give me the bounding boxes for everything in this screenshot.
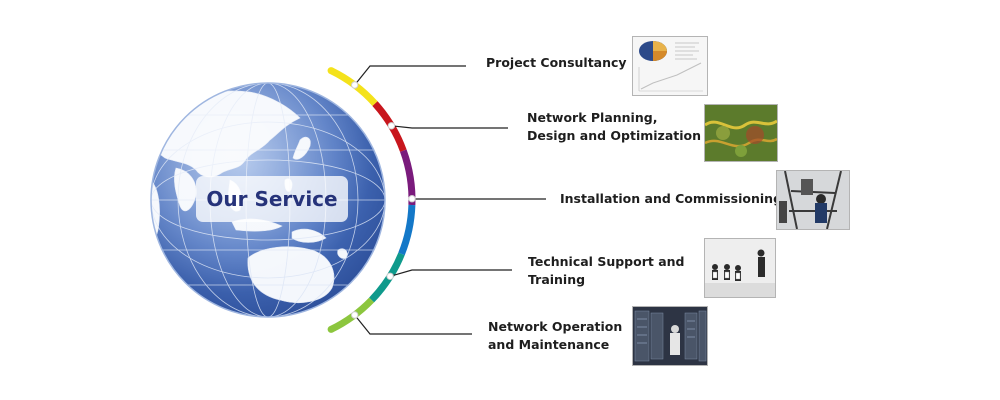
connector-node <box>387 122 396 130</box>
connector-node <box>408 195 416 203</box>
service-label-line: Training <box>528 272 586 287</box>
service-label-project-consultancy: Project Consultancy <box>486 54 627 72</box>
connector-node <box>351 311 359 319</box>
connector-line <box>354 314 472 335</box>
server-room-photo <box>632 306 708 366</box>
service-label-line: Network Planning, <box>527 110 658 125</box>
connectors <box>351 65 546 335</box>
service-label-network-planning: Network Planning, Design and Optimizatio… <box>527 109 701 145</box>
service-label-technical-support: Technical Support and Training <box>528 253 684 289</box>
map-thumbnail <box>704 104 778 162</box>
arc-segment <box>398 204 416 256</box>
connector-line <box>354 65 466 86</box>
service-label-line: Design and Optimization <box>527 128 702 143</box>
connector-node <box>351 81 359 89</box>
service-label-network-operation: Network Operation and Maintenance <box>488 318 622 354</box>
service-label-line: Project Consultancy <box>486 55 627 70</box>
connector-line <box>389 269 512 277</box>
service-label-line: Installation and Commissioning <box>560 191 783 206</box>
center-label: Our Service <box>206 187 338 211</box>
center-label-box <box>196 176 348 222</box>
service-label-installation: Installation and Commissioning <box>560 190 782 208</box>
chart-thumbnail <box>632 36 708 96</box>
installation-photo <box>776 170 850 230</box>
connector-node <box>386 272 394 280</box>
service-label-line: Technical Support and <box>528 254 685 269</box>
arc-end-cap <box>327 67 335 75</box>
service-label-line: Network Operation <box>488 319 623 334</box>
connector-line <box>391 125 508 129</box>
training-photo <box>704 238 776 298</box>
service-label-line: and Maintenance <box>488 337 610 352</box>
arc-end-cap <box>327 325 335 333</box>
